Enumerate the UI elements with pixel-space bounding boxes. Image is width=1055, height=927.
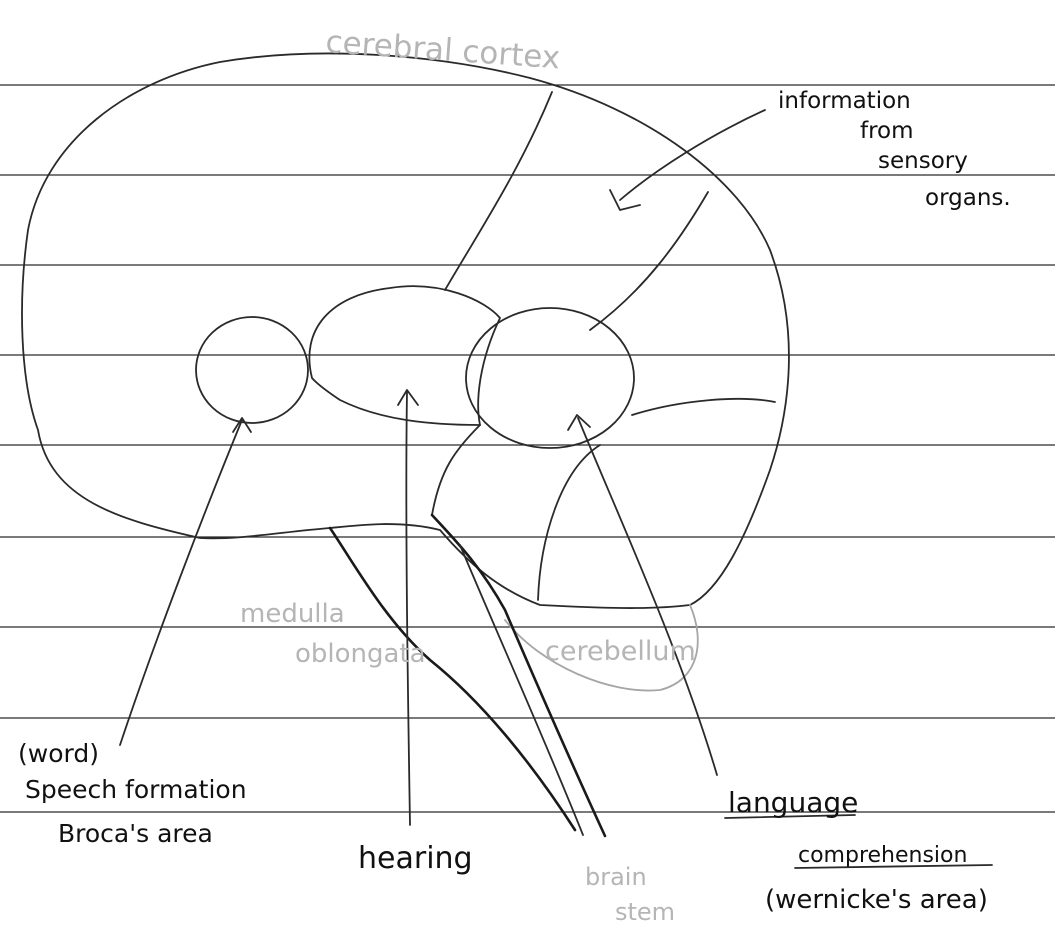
central-sulcus-line — [445, 92, 552, 290]
comprehension-label: comprehension — [798, 843, 967, 868]
arrow-broca — [120, 418, 251, 745]
arrow-wernicke — [568, 415, 717, 775]
brocas-area-circle — [196, 317, 308, 423]
cerebellum-boundary — [538, 445, 600, 600]
information-label-2: from — [860, 118, 914, 144]
medulla-label-2: oblongata — [295, 639, 426, 669]
parietal-division-line — [590, 192, 708, 330]
brocas-area-label: Broca's area — [58, 819, 213, 848]
arrow-info — [610, 110, 765, 210]
brain-stem-left — [330, 528, 575, 830]
brain-outline — [22, 53, 789, 608]
brainstem-pointer-1 — [460, 545, 583, 835]
wernickes-area-circle — [466, 308, 634, 448]
hearing-label: hearing — [358, 841, 473, 876]
occipital-division-line — [632, 399, 775, 415]
information-label-4: organs. — [925, 185, 1011, 211]
language-label: language — [728, 786, 858, 819]
brain-stem-label-2: stem — [615, 898, 675, 926]
information-label-1: information — [778, 88, 911, 114]
word-label: (word) — [18, 739, 99, 768]
cerebral-cortex-label: cerebral cortex — [324, 24, 561, 76]
information-label-3: sensory — [878, 148, 968, 174]
arrow-hearing — [398, 390, 418, 825]
medulla-label-1: medulla — [240, 599, 345, 629]
speech-formation-label: Speech formation — [25, 775, 247, 804]
brain-stem-label-1: brain — [585, 863, 647, 891]
cerebellum-label: cerebellum — [545, 636, 696, 667]
wernickes-area-label: (wernicke's area) — [765, 885, 988, 915]
brainstem-upper-line — [432, 425, 480, 515]
